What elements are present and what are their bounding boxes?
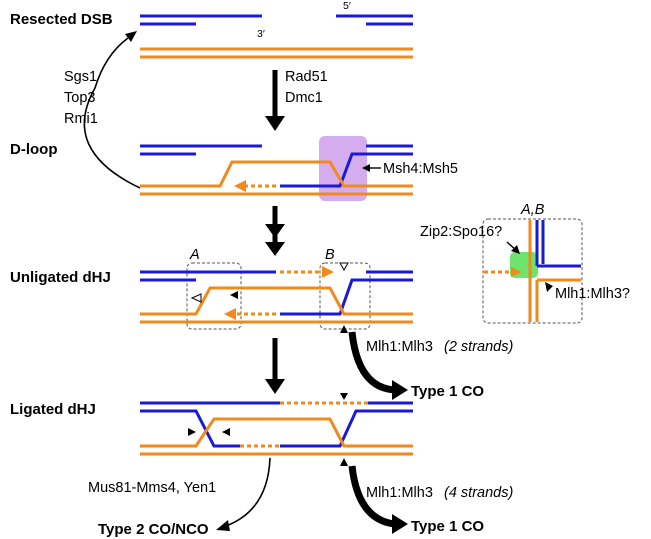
junction-label-b: B: [325, 247, 335, 263]
outcome-type1-co: Type 1 CO: [411, 518, 484, 535]
strand-note: (4 strands): [444, 485, 513, 501]
arrowhead: [265, 224, 285, 238]
stage-label-unligated-dhj: Unligated dHJ: [10, 269, 111, 286]
cut-marker: [340, 393, 348, 400]
ligated-dhj-duplexes: [140, 401, 413, 456]
cut-marker: [222, 428, 230, 436]
d-loop-duplexes: [140, 144, 413, 196]
cut-marker: [340, 458, 348, 466]
synthesis-arrowhead: [224, 308, 236, 320]
five-prime-label: 5′: [343, 0, 351, 12]
zip2-pointer-head: [511, 245, 520, 254]
protein-top3: Top3: [64, 90, 95, 106]
stage-label-d-loop: D-loop: [10, 141, 57, 158]
inset-box: [482, 218, 583, 324]
open-nick-marker: [190, 293, 202, 303]
blue-strand: [140, 409, 240, 448]
synthesis-arrowhead: [511, 267, 522, 277]
orange-strand: [140, 417, 413, 448]
outcome-type2-co-nco: Type 2 CO/NCO: [98, 521, 209, 538]
protein-zip2-spo16: Zip2:Spo16?: [420, 224, 502, 240]
synthesis-arrowhead: [234, 180, 246, 192]
protein-mus81-mms4-yen1: Mus81-Mms4, Yen1: [88, 480, 216, 496]
junction-label-ab: A,B: [520, 202, 545, 218]
arrowhead: [265, 116, 285, 131]
junction-label-a: A: [189, 247, 200, 263]
cut-marker: [230, 291, 238, 299]
arrowhead: [392, 514, 408, 534]
invading-blue-strand: [280, 278, 413, 316]
orange-strand: [140, 286, 413, 316]
junction-box-a: [186, 262, 242, 330]
stage-label-resected-dsb: Resected DSB: [10, 11, 113, 28]
arrowhead: [216, 520, 230, 531]
protein-rad51: Rad51: [285, 69, 328, 85]
resected-dsb-duplexes: [140, 14, 413, 59]
protein-mlh1-mlh3: Mlh1:Mlh3: [366, 485, 433, 501]
strand-note: (2 strands): [444, 339, 513, 355]
outcome-type1-co: Type 1 CO: [411, 383, 484, 400]
orange-strand: [140, 160, 413, 188]
cut-marker: [340, 325, 348, 333]
type2-arrow: [225, 457, 271, 527]
type1-arrow: [348, 331, 396, 394]
three-prime-label: 3′: [257, 28, 265, 40]
protein-rmi1: Rmi1: [64, 111, 98, 127]
reversal-arrow: [83, 37, 141, 189]
blue-strand: [280, 409, 413, 448]
protein-sgs1: Sgs1: [64, 69, 97, 85]
synthesis-arrowhead: [322, 266, 334, 278]
open-nick-marker: [339, 262, 349, 272]
invading-blue-strand: [280, 152, 413, 188]
inset-junction: [484, 220, 581, 322]
arrowhead: [265, 242, 285, 256]
mlh13-pointer-head: [545, 282, 553, 292]
msh45-pointer-head: [362, 164, 370, 172]
reversal-arrowhead: [125, 31, 137, 42]
stage-label-ligated-dhj: Ligated dHJ: [10, 401, 96, 418]
protein-mlh1-mlh3: Mlh1:Mlh3: [366, 339, 433, 355]
cut-marker: [188, 428, 196, 436]
arrowhead: [392, 380, 408, 400]
protein-msh4-msh5: Msh4:Msh5: [383, 161, 458, 177]
unligated-dhj-duplexes: [140, 266, 413, 324]
arrowhead: [265, 379, 285, 394]
protein-dmc1: Dmc1: [285, 90, 323, 106]
protein-mlh1-mlh3-inset: Mlh1:Mlh3?: [555, 286, 630, 302]
msh45-highlight: [319, 136, 367, 201]
type1-arrow: [348, 465, 396, 528]
